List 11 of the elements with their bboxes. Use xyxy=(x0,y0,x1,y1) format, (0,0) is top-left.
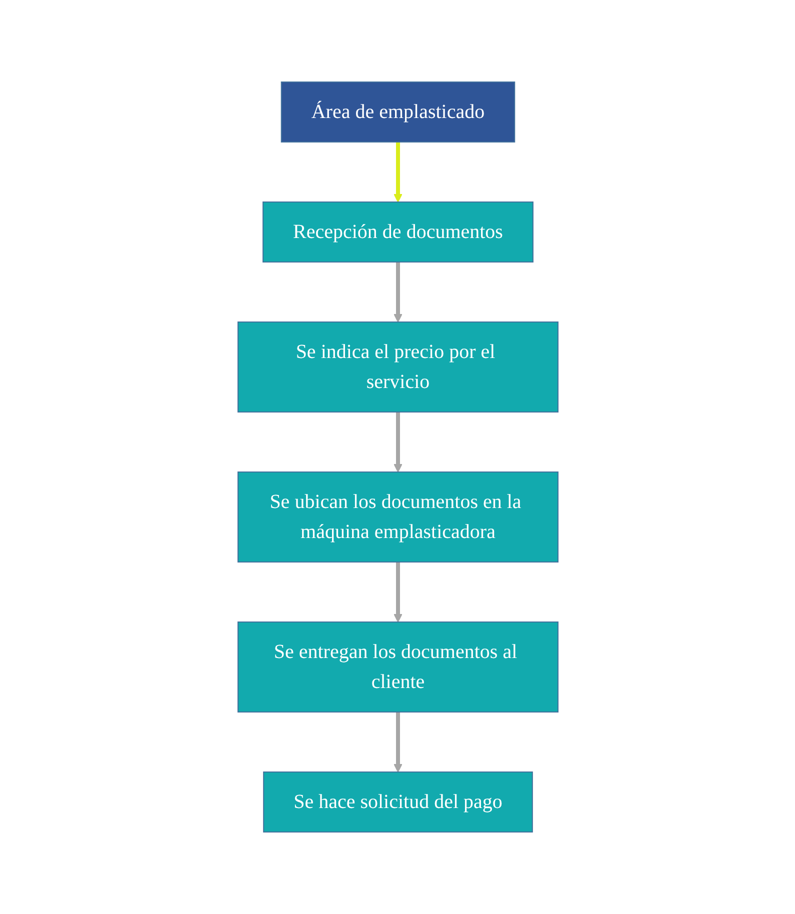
node-box: Recepción de documentos xyxy=(262,202,533,262)
arrow xyxy=(393,562,402,622)
node-box: Se indica el precio por el servicio xyxy=(237,322,558,412)
node-box: Se entregan los documentos al cliente xyxy=(237,622,558,712)
arrow xyxy=(393,712,402,772)
arrow xyxy=(393,142,402,202)
arrow xyxy=(393,412,402,472)
node-box: Área de emplasticado xyxy=(280,82,515,142)
arrow xyxy=(393,262,402,322)
node-box: Se hace solicitud del pago xyxy=(262,772,532,832)
node-box: Se ubican los documentos en la máquina emplasticadora xyxy=(237,472,558,562)
